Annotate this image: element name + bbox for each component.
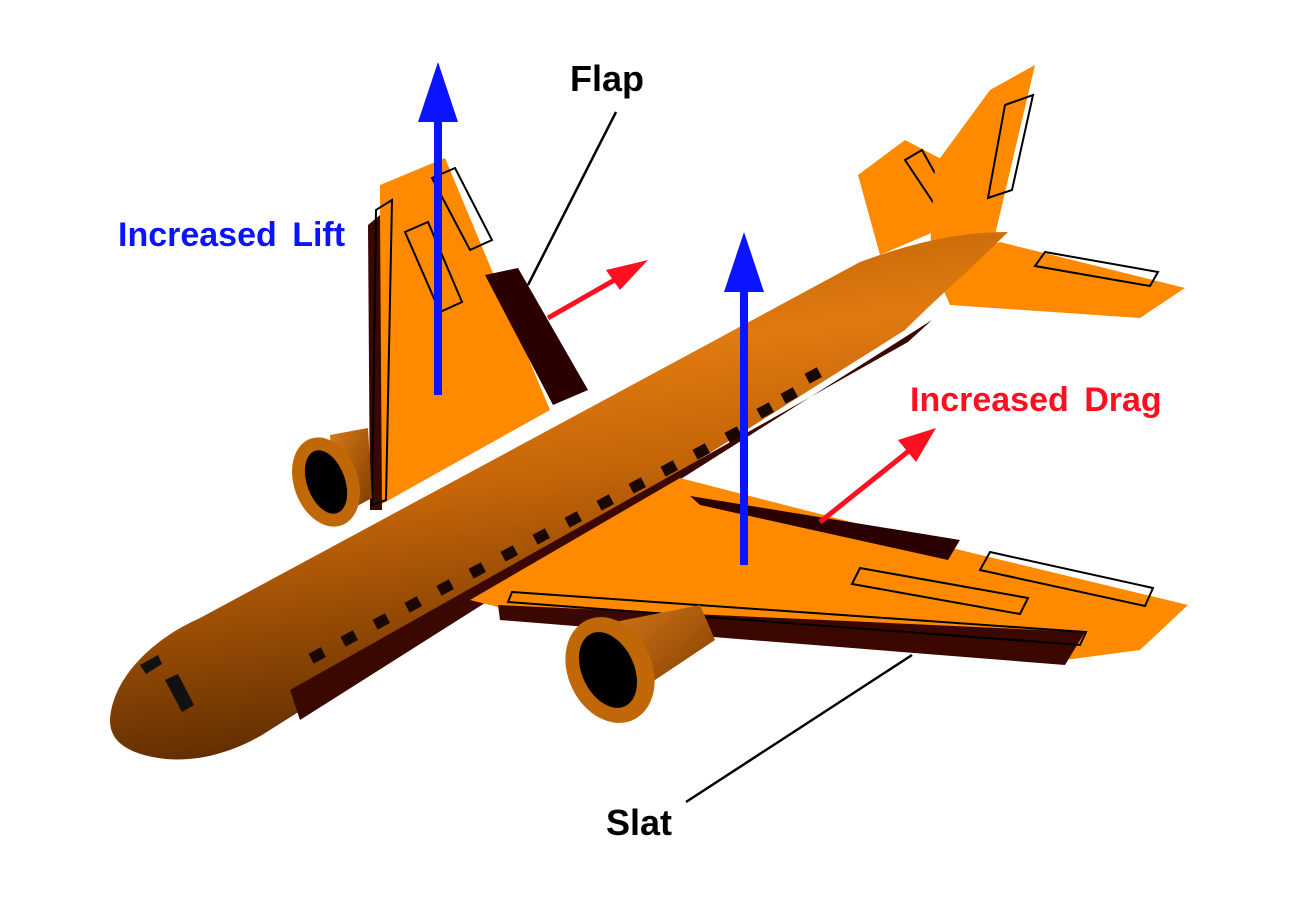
flap-surface (485, 268, 588, 405)
slat-label: Slat (606, 802, 673, 843)
near-engine (565, 605, 715, 723)
flap-label: Flap (570, 58, 645, 99)
increased-drag-label: Increased Drag (910, 381, 1162, 419)
slat-callout-line (685, 653, 913, 804)
far-engine (292, 428, 372, 527)
lift-arrow-far (418, 62, 458, 395)
tail-assembly (858, 65, 1185, 318)
lift-arrow-near (724, 232, 764, 565)
drag-arrow-far (546, 260, 648, 321)
flap-callout-line (526, 111, 618, 286)
drag-arrow-near (818, 428, 936, 524)
increased-lift-label: Increased Lift (118, 216, 346, 254)
far-wing (368, 158, 588, 510)
cabin-windows (308, 367, 822, 664)
near-wing (470, 478, 1188, 665)
